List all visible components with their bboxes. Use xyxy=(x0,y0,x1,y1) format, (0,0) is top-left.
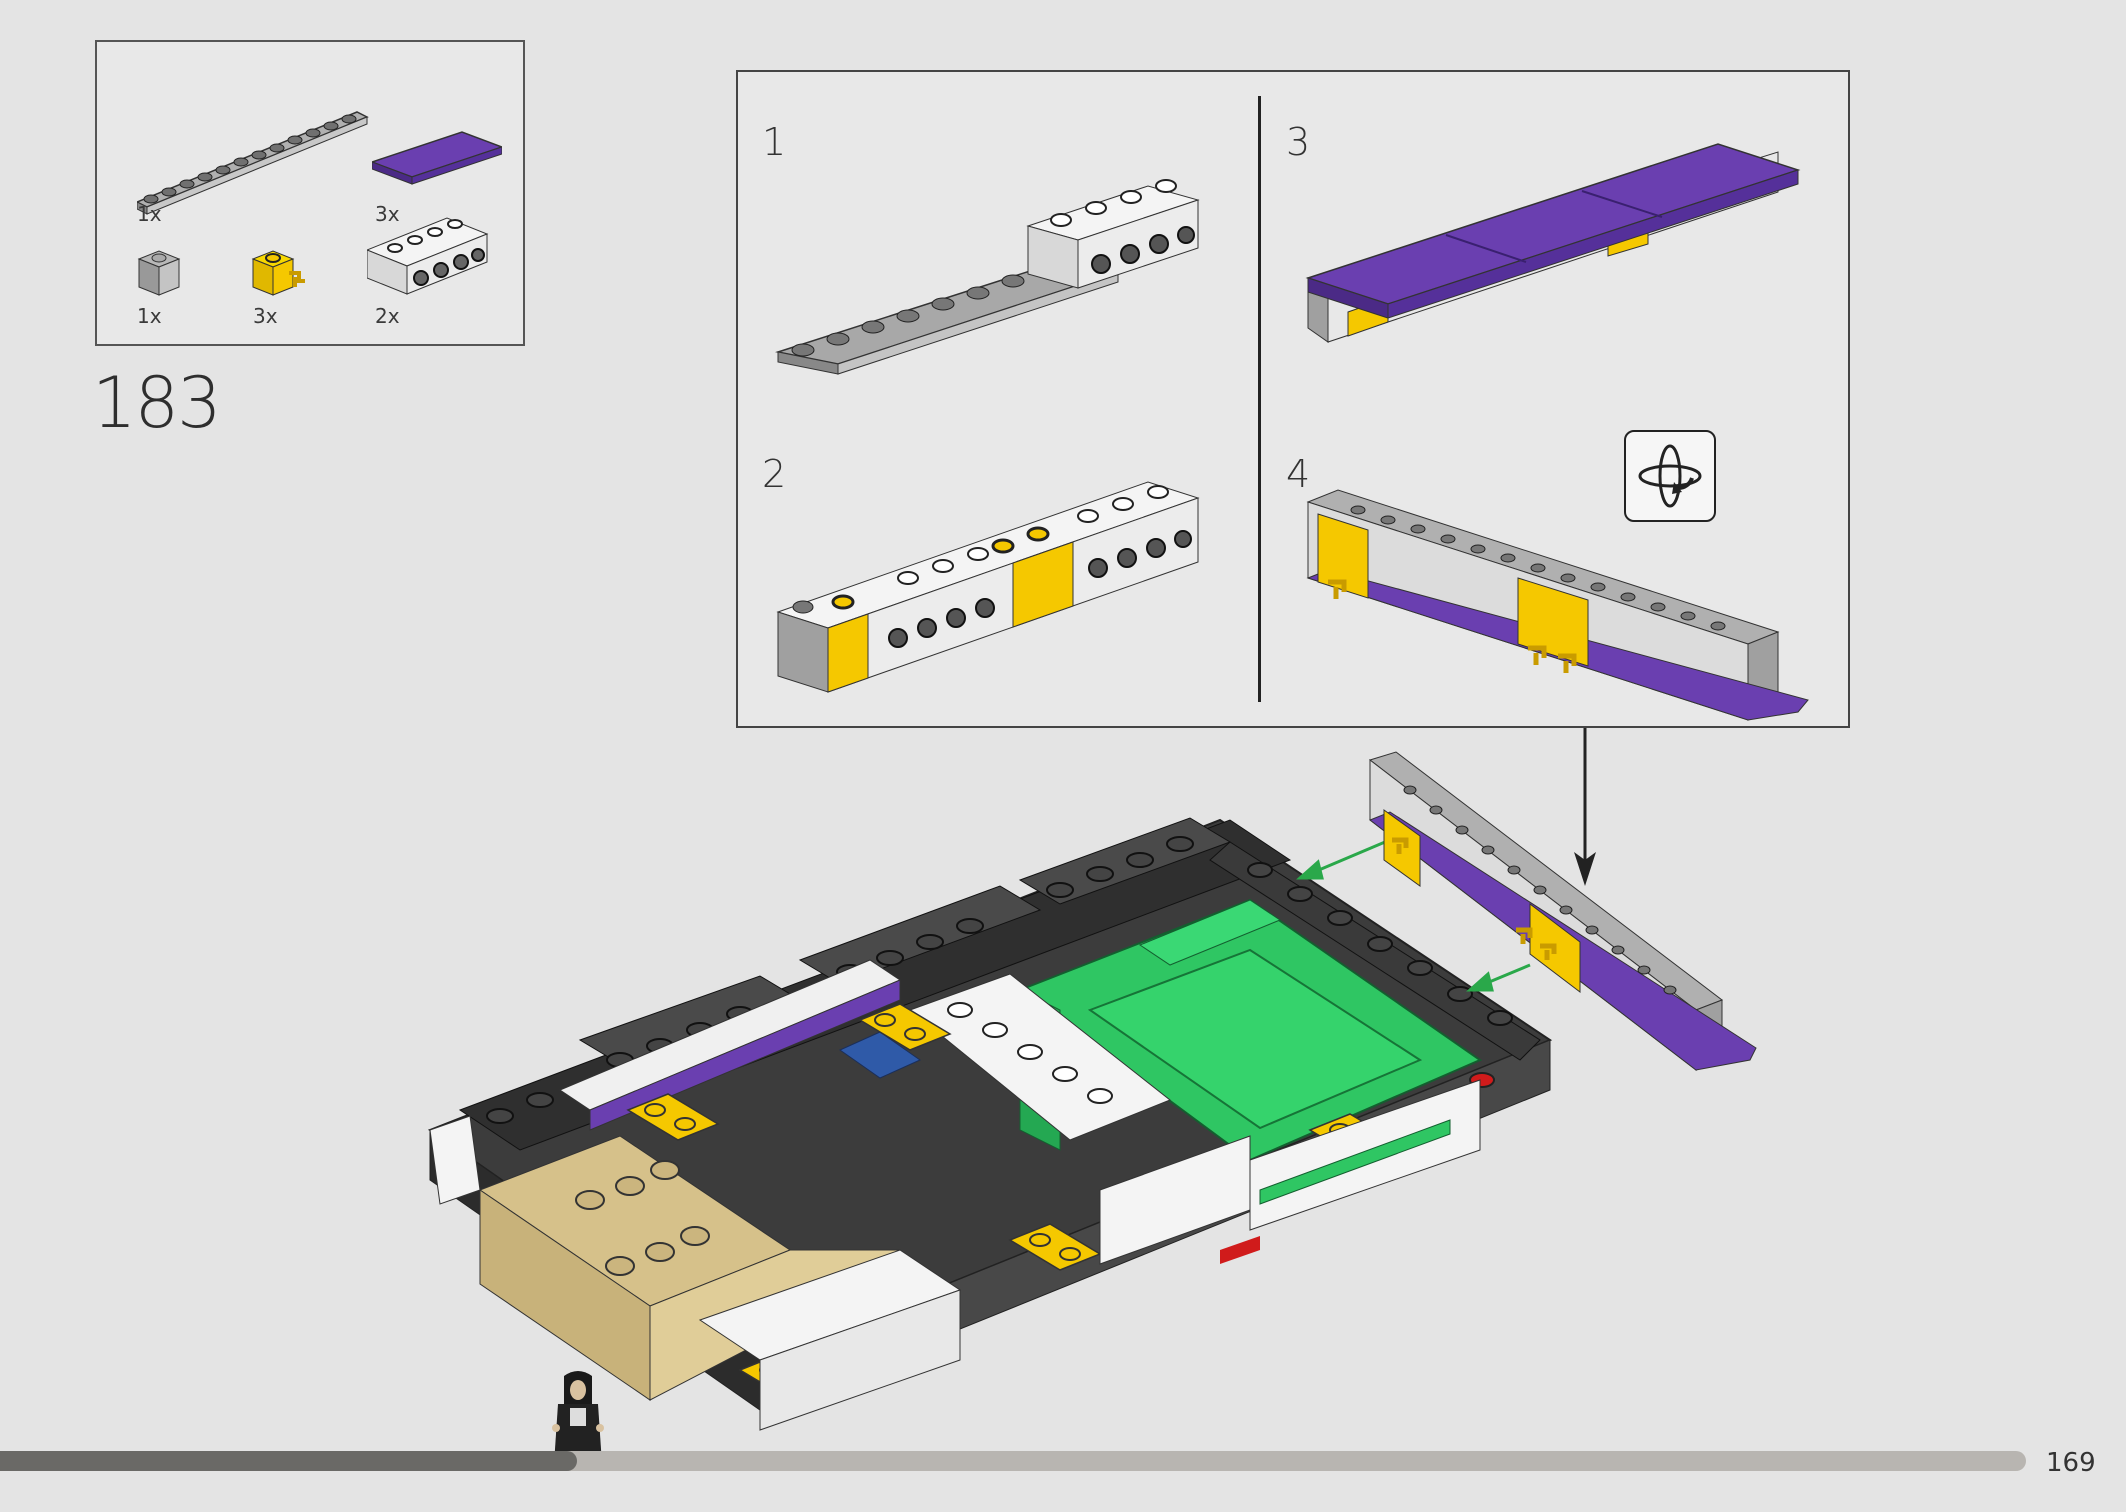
qty-white-technic: 2x xyxy=(375,304,400,328)
substep-4-illustration xyxy=(1306,489,1809,721)
qty-gray-brick: 1x xyxy=(137,304,162,328)
callout-arrow xyxy=(1574,728,1596,886)
gray-plate-1x12-part xyxy=(137,111,369,215)
gray-brick-1x1-part xyxy=(137,250,181,296)
substep-1-illustration xyxy=(775,179,1200,375)
qty-purple-tile: 3x xyxy=(375,202,400,226)
rotate-model-icon xyxy=(1624,430,1716,522)
substep-label-4: 4 xyxy=(1286,452,1311,496)
subassembly-callout: 1 2 xyxy=(736,70,1850,728)
qty-yellow-clip: 3x xyxy=(253,304,278,328)
parts-list: 1x 3x 1x 3x 2x xyxy=(95,40,525,346)
white-technic-brick-part xyxy=(367,217,489,295)
progress-fill xyxy=(0,1451,578,1471)
substep-3-illustration xyxy=(1305,143,1801,343)
page-number: 169 xyxy=(2046,1448,2096,1478)
minifigure-icon xyxy=(552,1371,604,1464)
purple-tile-part xyxy=(372,131,502,185)
substep-label-3: 3 xyxy=(1286,120,1311,164)
substep-label-2: 2 xyxy=(762,452,787,496)
yellow-clip-brick-part xyxy=(251,250,305,296)
substep-label-1: 1 xyxy=(762,120,787,164)
substep-divider xyxy=(1258,96,1261,702)
substep-2-illustration xyxy=(776,481,1200,693)
step-number: 183 xyxy=(92,362,222,444)
qty-gray-plate: 1x xyxy=(137,202,162,226)
